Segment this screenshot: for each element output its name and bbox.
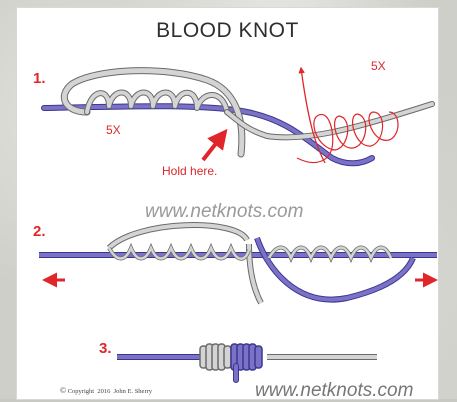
step3-grey-coils: [200, 344, 231, 370]
step-3-number: 3.: [99, 340, 112, 357]
copyright-notice: © Copyright 2016 John E. Sherry: [60, 386, 152, 395]
wraps-count-right: 5X: [371, 59, 386, 73]
step3-illustration: [117, 344, 377, 380]
hold-here-label: Hold here.: [162, 164, 217, 178]
step2-illustration: [39, 225, 437, 303]
hold-here-arrow: [203, 132, 225, 160]
diagram-title: BLOOD KNOT: [17, 19, 438, 43]
wraps-count-left: 5X: [106, 123, 121, 137]
step-2-number: 2.: [33, 223, 46, 240]
watermark-middle: www.netknots.com: [145, 201, 303, 223]
copyright-symbol: ©: [60, 386, 66, 395]
copyright-text: Copyright 2016 John E. Sherry: [68, 388, 152, 395]
step1-illustration: [44, 68, 432, 163]
diagram-card: BLOOD KNOT 1. 2. 3. 5X 5X Hold here. www…: [17, 8, 438, 399]
step-1-number: 1.: [33, 70, 46, 87]
